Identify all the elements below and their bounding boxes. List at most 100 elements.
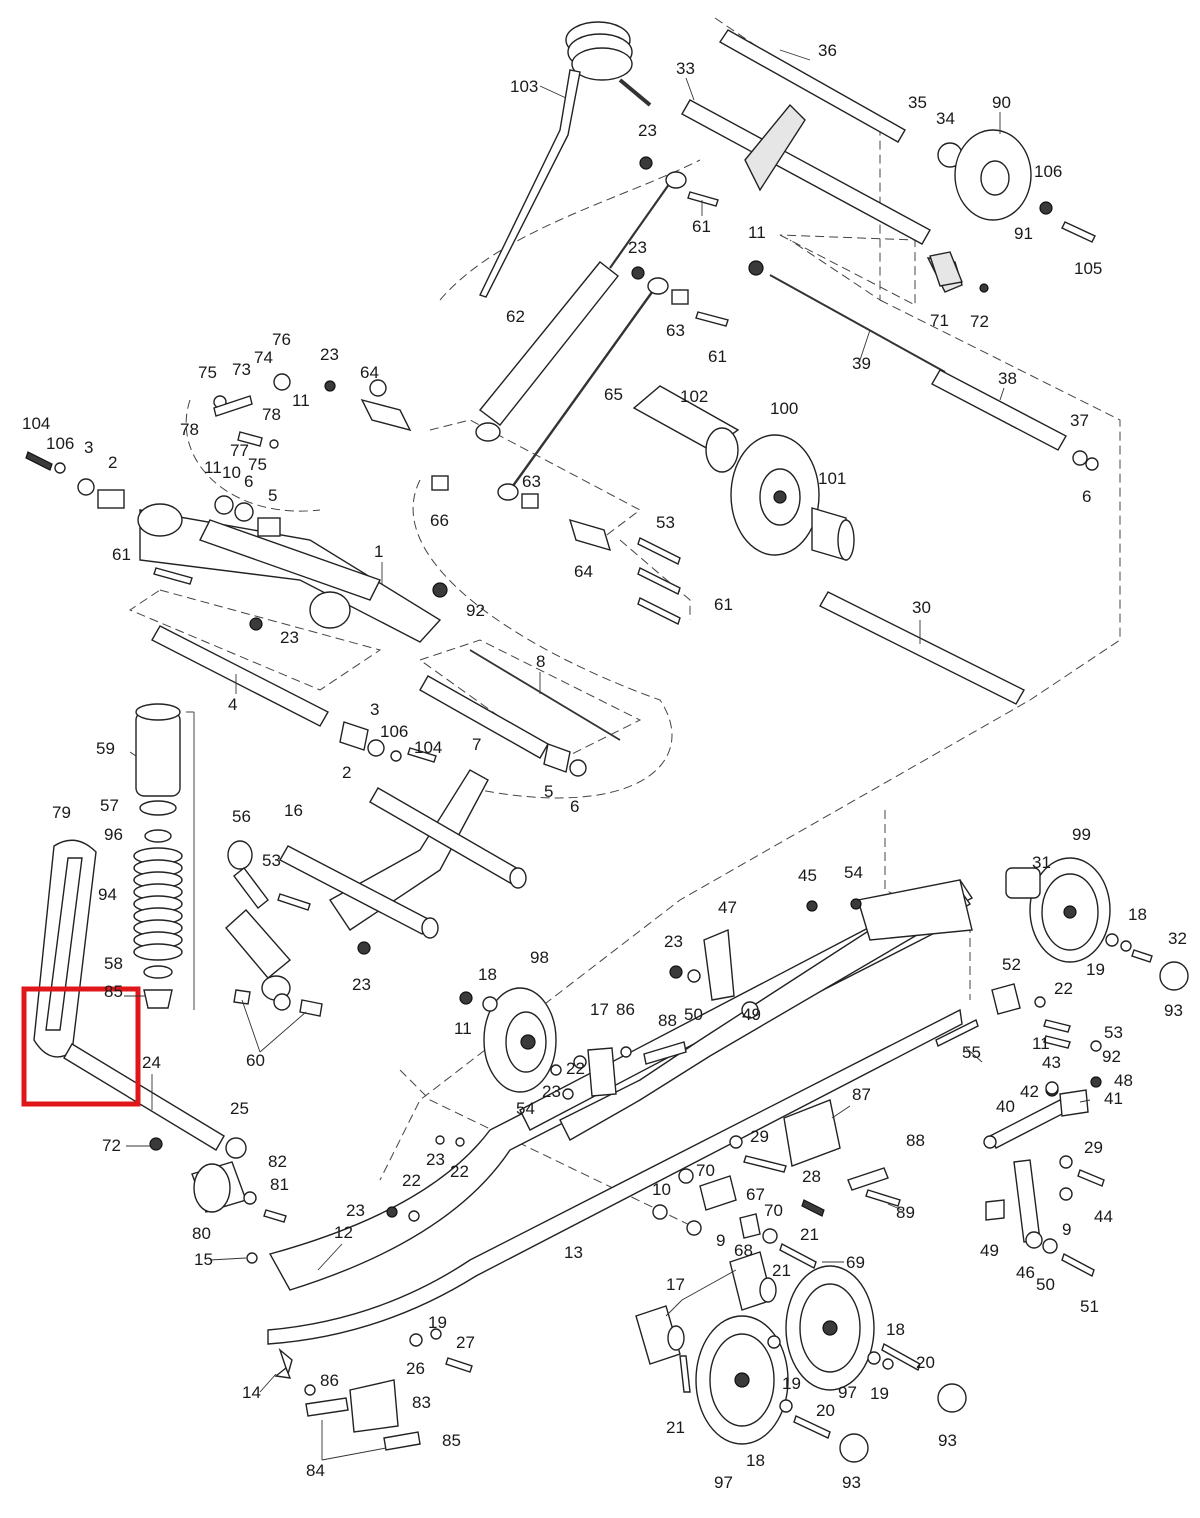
- callout-89: 89: [896, 1203, 915, 1222]
- callout-4: 4: [228, 695, 237, 714]
- callout-6: 6: [244, 472, 253, 491]
- callout-49b: 49: [980, 1241, 999, 1260]
- callout-21b: 21: [772, 1261, 791, 1280]
- callout-69: 69: [846, 1253, 865, 1272]
- callout-53: 53: [656, 513, 675, 532]
- callout-94: 94: [98, 885, 117, 904]
- callout-33: 33: [676, 59, 695, 78]
- callout-19d: 19: [782, 1374, 801, 1393]
- torsion-spring-103: [479, 21, 652, 298]
- callout-20: 20: [916, 1353, 935, 1372]
- callout-20b: 20: [816, 1401, 835, 1420]
- callout-10: 10: [222, 463, 241, 482]
- callout-21: 21: [800, 1225, 819, 1244]
- callout-44: 44: [1094, 1207, 1113, 1226]
- callout-18b: 18: [1128, 905, 1147, 924]
- shaft-4: [151, 625, 437, 763]
- callout-26: 26: [406, 1359, 425, 1378]
- callout-106: 106: [46, 434, 74, 453]
- callout-17b: 17: [666, 1275, 685, 1294]
- callout-22b: 22: [1054, 979, 1073, 998]
- callout-66: 66: [430, 511, 449, 530]
- callout-23d: 23: [280, 628, 299, 647]
- callout-67: 67: [746, 1185, 765, 1204]
- callout-5: 5: [268, 486, 277, 505]
- callout-97: 97: [838, 1383, 857, 1402]
- callout-84: 84: [306, 1461, 325, 1480]
- callout-36: 36: [818, 41, 837, 60]
- callout-12: 12: [334, 1223, 353, 1242]
- callout-18c: 18: [886, 1320, 905, 1339]
- callout-50: 50: [684, 1005, 703, 1024]
- block-80: [149, 1137, 287, 1223]
- wheel-99: [1005, 857, 1189, 991]
- callout-72b: 72: [102, 1136, 121, 1155]
- callout-46: 46: [1016, 1263, 1035, 1282]
- callout-106c: 106: [380, 722, 408, 741]
- block-17-lower: [635, 1251, 777, 1365]
- coil-spring-94: [133, 847, 183, 961]
- callout-5b: 5: [544, 782, 553, 801]
- callout-102: 102: [680, 387, 708, 406]
- callout-16: 16: [284, 801, 303, 820]
- idler-wheel-100: [632, 385, 855, 561]
- shaft-39-38: [748, 257, 1099, 471]
- callout-40: 40: [996, 1097, 1015, 1116]
- callout-23g: 23: [664, 932, 683, 951]
- callout-18d: 18: [746, 1451, 765, 1470]
- callout-9: 9: [716, 1231, 725, 1250]
- callout-75: 75: [198, 363, 217, 382]
- callout-23: 23: [638, 121, 657, 140]
- bracket-83-84: [304, 1379, 421, 1451]
- callout-47: 47: [718, 898, 737, 917]
- callout-3: 3: [84, 438, 93, 457]
- callout-39: 39: [852, 354, 871, 373]
- callout-83: 83: [412, 1393, 431, 1412]
- callout-61: 61: [692, 217, 711, 236]
- callout-93: 93: [1164, 1001, 1183, 1020]
- callout-80: 80: [192, 1224, 211, 1243]
- callout-22d: 22: [402, 1171, 421, 1190]
- callout-75b: 75: [248, 455, 267, 474]
- callout-82: 82: [268, 1152, 287, 1171]
- callout-106b: 106: [1034, 162, 1062, 181]
- callout-14: 14: [242, 1383, 261, 1402]
- callout-53c: 53: [1104, 1023, 1123, 1042]
- callout-19: 19: [1086, 960, 1105, 979]
- callout-23f: 23: [542, 1082, 561, 1101]
- rail-13: [559, 879, 973, 1141]
- callout-92: 92: [466, 601, 485, 620]
- callout-34: 34: [936, 109, 955, 128]
- callout-93b: 93: [938, 1431, 957, 1450]
- callout-19b: 19: [428, 1313, 447, 1332]
- callout-60: 60: [246, 1051, 265, 1070]
- callout-35: 35: [908, 93, 927, 112]
- callout-1: 1: [374, 542, 383, 561]
- callout-23i: 23: [346, 1201, 365, 1220]
- rod-65: [497, 277, 669, 501]
- callout-86b: 86: [320, 1371, 339, 1390]
- callout-63b: 63: [522, 472, 541, 491]
- callout-6c: 6: [570, 797, 579, 816]
- callout-96: 96: [104, 825, 123, 844]
- callout-23e: 23: [352, 975, 371, 994]
- callout-77: 77: [230, 441, 249, 460]
- callout-23c: 23: [320, 345, 339, 364]
- callout-104: 104: [22, 414, 50, 433]
- front-arm-1: [25, 451, 448, 643]
- callout-45: 45: [798, 866, 817, 885]
- callout-53b: 53: [262, 851, 281, 870]
- callout-17: 17: [590, 1000, 609, 1019]
- callout-104b: 104: [414, 738, 442, 757]
- callout-101: 101: [818, 469, 846, 488]
- callout-92b: 92: [1102, 1047, 1121, 1066]
- callout-27: 27: [456, 1333, 475, 1352]
- callout-15: 15: [194, 1250, 213, 1269]
- callout-23h: 23: [426, 1150, 445, 1169]
- callout-97b: 97: [714, 1473, 733, 1492]
- callout-90: 90: [992, 93, 1011, 112]
- callout-70b: 70: [764, 1201, 783, 1220]
- callout-85: 85: [442, 1431, 461, 1450]
- callout-9b: 9: [1062, 1220, 1071, 1239]
